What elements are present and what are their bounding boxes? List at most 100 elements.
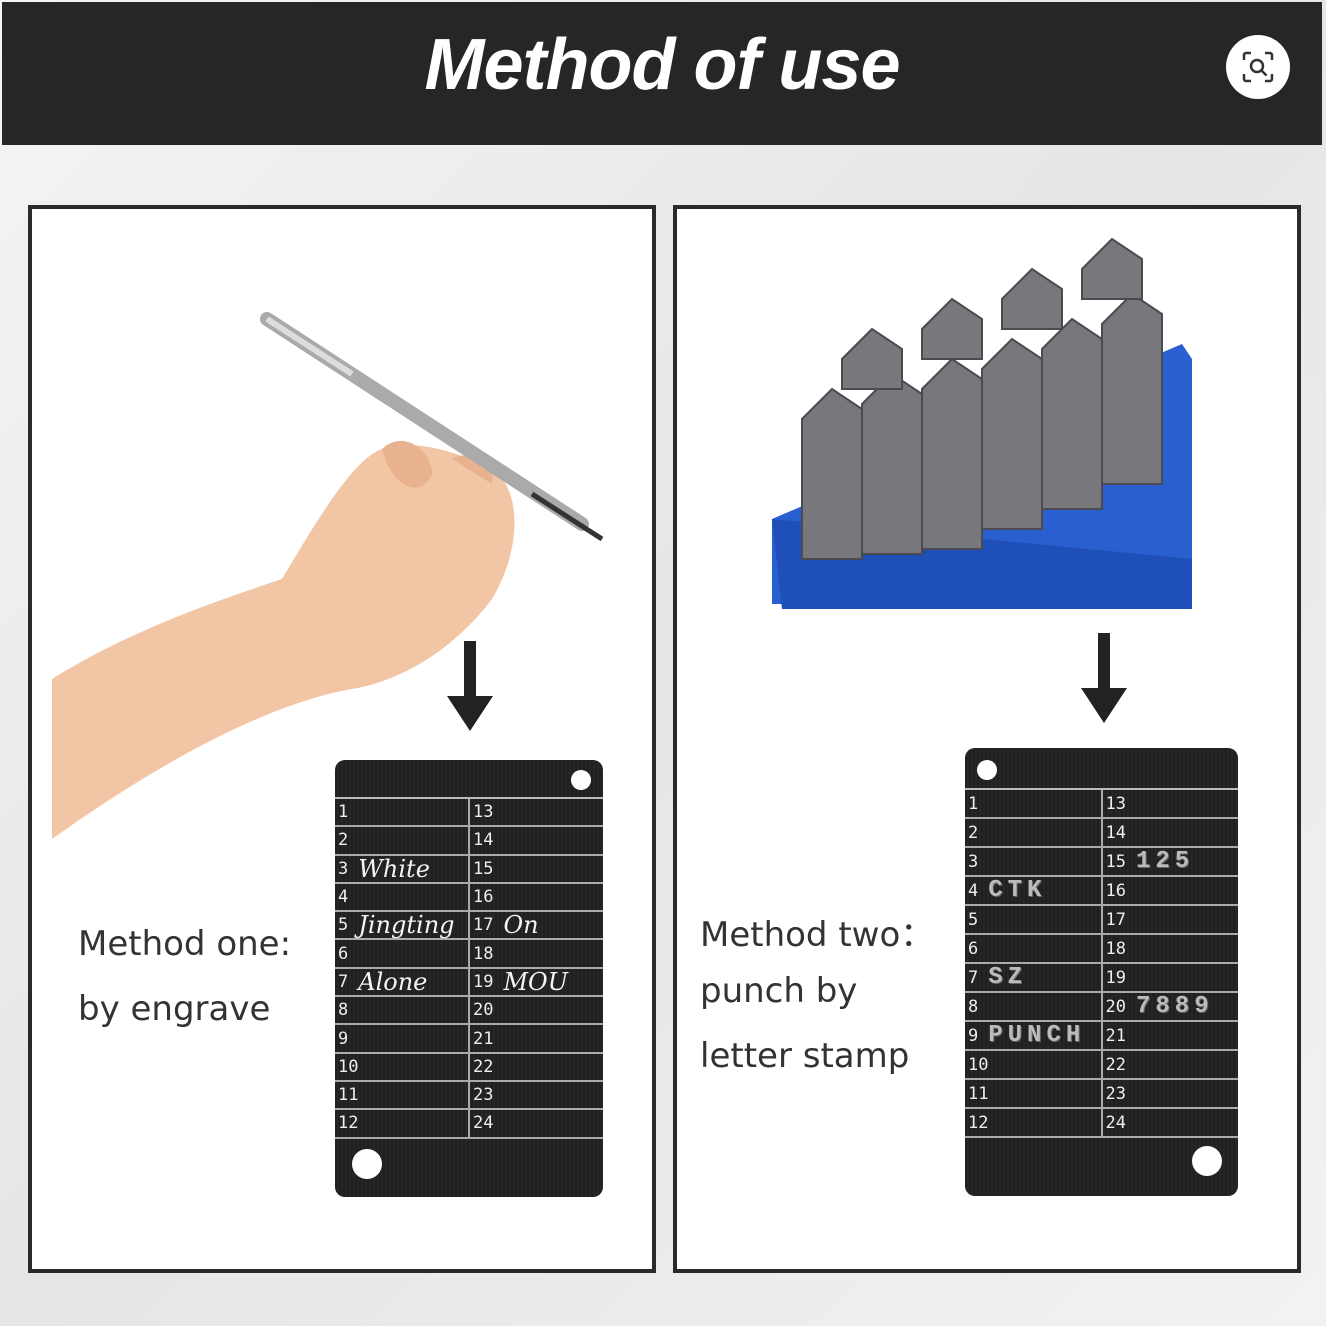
row-number: 14: [1105, 822, 1126, 843]
tag-cell: 6: [335, 940, 468, 966]
visual-search-icon: [1242, 51, 1274, 83]
tag-cell: 12: [335, 1110, 468, 1136]
tag-hole: [1192, 1146, 1222, 1176]
engraved-text: White: [358, 855, 430, 882]
row-number: 11: [338, 1085, 359, 1106]
tag-cell: 18: [1100, 935, 1239, 962]
row-number: 13: [473, 802, 494, 823]
tag-cell: 3: [965, 848, 1101, 875]
row-number: 24: [473, 1113, 494, 1134]
tag-cell: 21: [1100, 1022, 1239, 1049]
down-arrow-icon: [447, 641, 493, 731]
tag-cell: 18: [468, 940, 603, 967]
tag-hole: [977, 760, 997, 780]
method-two-sublabel-1: punch by: [700, 971, 858, 1011]
tag-cell: 15: [468, 855, 603, 882]
row-number: 18: [1105, 938, 1126, 959]
row-number: 17: [1105, 909, 1126, 930]
page-title: Method of use: [424, 25, 901, 105]
row-number: 22: [1105, 1054, 1126, 1075]
tag-cell: 21: [468, 1025, 603, 1052]
tag-cell: 13: [1100, 790, 1239, 817]
tag-cell: 8: [335, 997, 468, 1023]
tag-cell: 22: [1100, 1051, 1239, 1078]
row-number: 6: [338, 943, 349, 964]
stamped-text: CTK: [988, 877, 1047, 904]
tag-cell: 2: [335, 827, 468, 853]
row-number: 9: [338, 1028, 349, 1049]
row-number: 12: [968, 1112, 989, 1133]
tag-cell: 23: [1100, 1080, 1239, 1107]
tag-cell: 23: [468, 1081, 603, 1109]
tag-row: 6 18: [335, 940, 603, 969]
tag-cell: 19: [1100, 964, 1239, 991]
tag-cell: 22: [468, 1053, 603, 1080]
tag-row: 2 14: [335, 827, 603, 856]
row-number: 6: [968, 938, 979, 959]
row-number: 15: [1105, 851, 1126, 872]
tag-cell: 3 White: [335, 856, 468, 882]
row-number: 2: [968, 822, 979, 843]
tag-cell: 24: [1100, 1109, 1239, 1136]
row-number: 20: [1105, 996, 1126, 1017]
tag-cell: 1: [965, 790, 1101, 817]
row-number: 14: [473, 830, 494, 851]
row-number: 13: [1105, 793, 1126, 814]
tag-cell: 4 CTK: [965, 877, 1101, 904]
down-arrow-icon: [1081, 633, 1127, 723]
row-number: 5: [338, 915, 349, 936]
tag-row: 12 24: [335, 1110, 603, 1139]
row-number: 24: [1105, 1112, 1126, 1133]
tag-cell: 13: [468, 799, 603, 826]
row-number: 16: [473, 887, 494, 908]
row-number: 16: [1105, 880, 1126, 901]
tag-row: 3 White 15: [335, 855, 603, 884]
tag-cell: 5 Jingting: [335, 912, 468, 938]
row-number: 8: [338, 1000, 349, 1021]
row-number: 12: [338, 1113, 359, 1134]
steel-letter-stamps-in-blue-box-image: [772, 237, 1192, 609]
row-number: 3: [968, 851, 979, 872]
row-number: 23: [1105, 1083, 1126, 1104]
tag-cell: 17: [1100, 906, 1239, 933]
tag-cell: 14: [1100, 819, 1239, 846]
stamped-text: SZ: [988, 964, 1028, 991]
header-bar: Method of use: [2, 2, 1322, 145]
row-number: 1: [968, 793, 979, 814]
tag-cell: 4: [335, 884, 468, 910]
tag-cell: 1: [335, 799, 468, 825]
tag-cell: 6: [965, 935, 1101, 962]
row-number: 9: [968, 1025, 979, 1046]
tag-cell: 10: [965, 1051, 1101, 1078]
method-two-label: Method two：: [700, 915, 935, 955]
engraved-text: Jingting: [358, 912, 455, 939]
row-number: 2: [338, 830, 349, 851]
row-number: 3: [338, 858, 349, 879]
tag-hole: [571, 770, 591, 790]
visual-search-button[interactable]: [1226, 35, 1290, 99]
row-number: 21: [1105, 1025, 1126, 1046]
tag-cell: 10: [335, 1054, 468, 1080]
row-number: 4: [968, 880, 979, 901]
tag-row: 4 CTK 16: [965, 877, 1238, 906]
tag-cell: 14: [468, 827, 603, 854]
